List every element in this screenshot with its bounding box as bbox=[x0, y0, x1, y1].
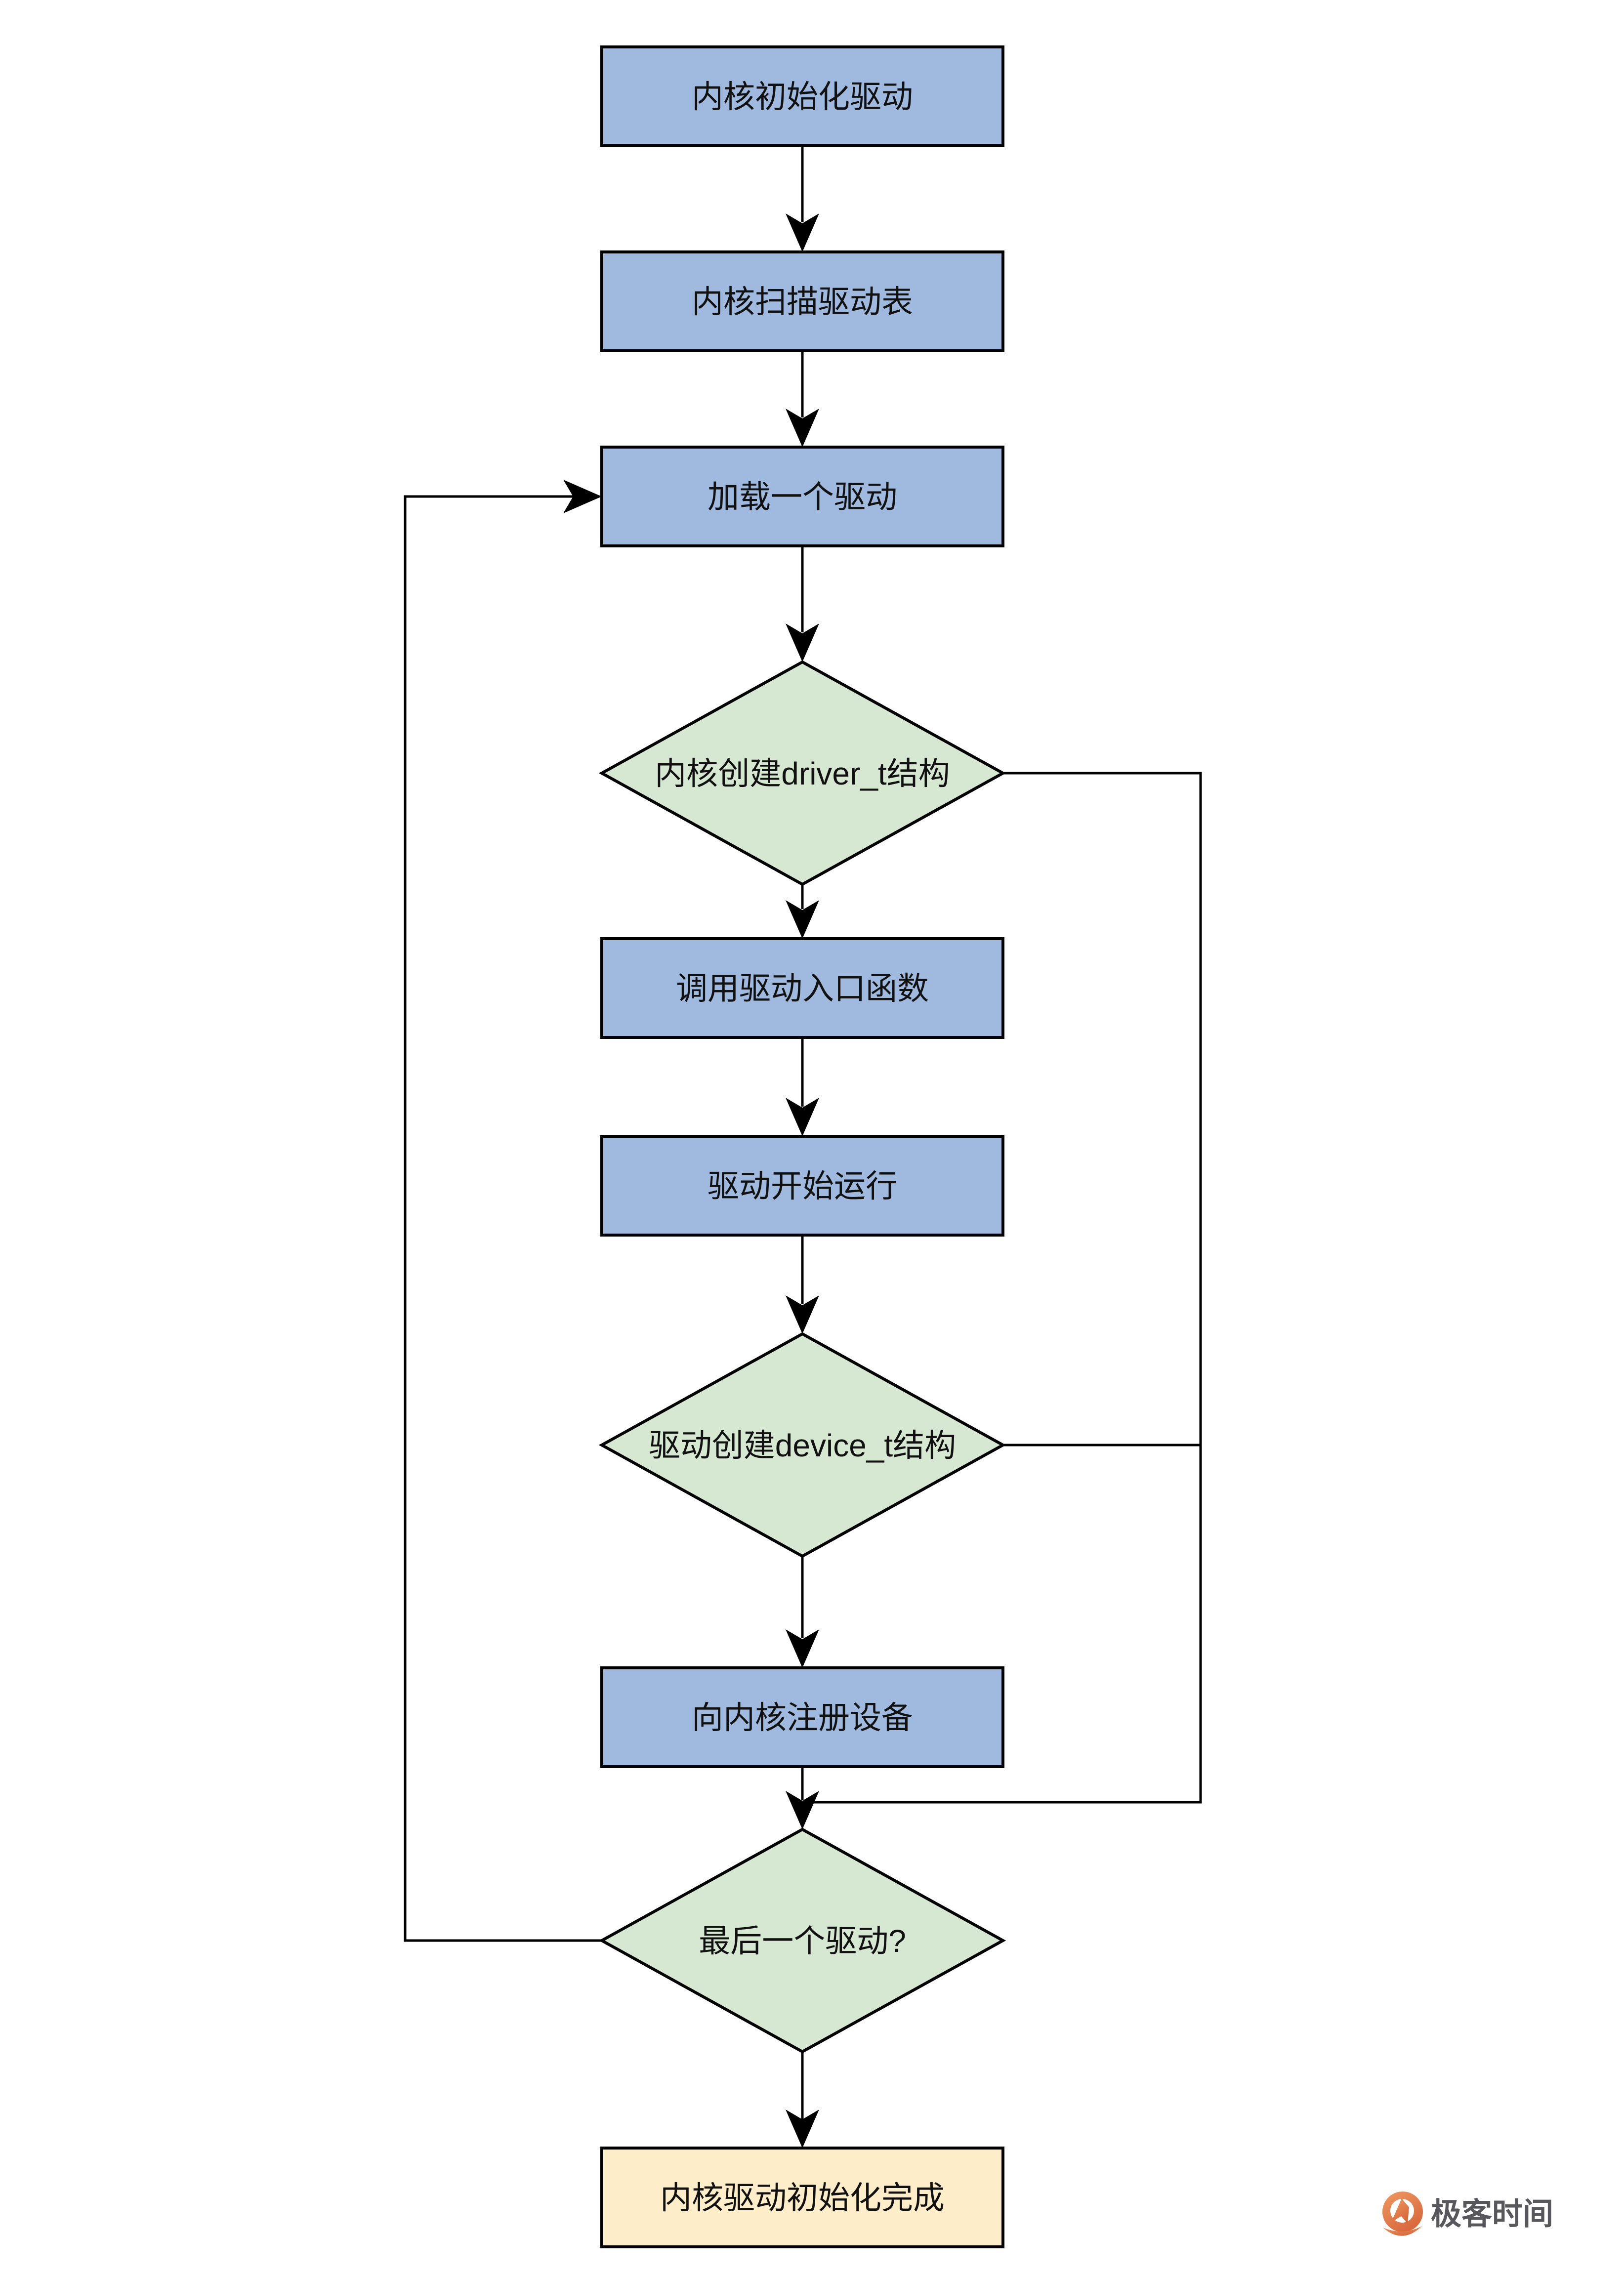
node-call-entry: 调用驱动入口函数 bbox=[600, 937, 1004, 1039]
geektime-logo: 极客时间 bbox=[1382, 2192, 1553, 2236]
node-label: 内核创建driver_t结构 bbox=[655, 756, 950, 791]
process-box bbox=[600, 1135, 1004, 1237]
arrowhead-load bbox=[786, 409, 819, 447]
node-label: 向内核注册设备 bbox=[692, 1700, 913, 1736]
node-label: 内核初始化驱动 bbox=[692, 79, 913, 115]
arrowhead-run bbox=[786, 1098, 819, 1136]
decision-diamond bbox=[598, 1827, 1006, 2054]
geektime-pin-icon bbox=[1382, 2192, 1423, 2236]
process-box bbox=[600, 45, 1004, 147]
arrowhead-driver-t bbox=[786, 623, 819, 662]
node-create-driver-t: 内核创建driver_t结构 bbox=[598, 660, 1006, 886]
node-label: 内核扫描驱动表 bbox=[692, 284, 913, 320]
node-label: 加载一个驱动 bbox=[708, 479, 897, 515]
node-start: 内核初始化驱动 bbox=[600, 45, 1004, 147]
node-scan-table: 内核扫描驱动表 bbox=[600, 250, 1004, 352]
process-box bbox=[600, 250, 1004, 352]
terminal-box bbox=[600, 2147, 1004, 2248]
node-label: 调用驱动入口函数 bbox=[676, 971, 929, 1006]
arrowhead-device-t bbox=[786, 1295, 819, 1334]
node-last-driver: 最后一个驱动? bbox=[598, 1827, 1006, 2054]
arrowhead-scan bbox=[786, 213, 819, 252]
arrowhead-register bbox=[786, 1629, 819, 1668]
node-label: 内核驱动初始化完成 bbox=[660, 2180, 945, 2216]
node-label: 驱动创建device_t结构 bbox=[649, 1428, 956, 1463]
arrowhead-entry bbox=[786, 900, 819, 939]
process-box bbox=[600, 446, 1004, 547]
node-label: 驱动开始运行 bbox=[708, 1168, 897, 1204]
decision-diamond bbox=[598, 1332, 1006, 1558]
node-register-device: 向内核注册设备 bbox=[600, 1666, 1004, 1768]
edge-driver-t-bypass-right bbox=[802, 772, 1202, 1804]
node-driver-run: 驱动开始运行 bbox=[600, 1135, 1004, 1237]
arrowhead-done bbox=[786, 2110, 819, 2148]
arrowhead-last bbox=[786, 1791, 819, 1829]
process-box bbox=[600, 1666, 1004, 1768]
node-load-driver: 加载一个驱动 bbox=[600, 446, 1004, 547]
node-label: 最后一个驱动? bbox=[699, 1923, 906, 1959]
arrowhead-loop-into-load bbox=[563, 480, 602, 513]
geektime-brand-text: 极客时间 bbox=[1431, 2197, 1553, 2232]
connectors bbox=[404, 146, 1202, 2148]
node-init-done: 内核驱动初始化完成 bbox=[600, 2147, 1004, 2248]
edge-last-loop-left bbox=[404, 495, 602, 1942]
decision-diamond bbox=[598, 660, 1006, 886]
node-create-device-t: 驱动创建device_t结构 bbox=[598, 1332, 1006, 1558]
process-box bbox=[600, 937, 1004, 1039]
